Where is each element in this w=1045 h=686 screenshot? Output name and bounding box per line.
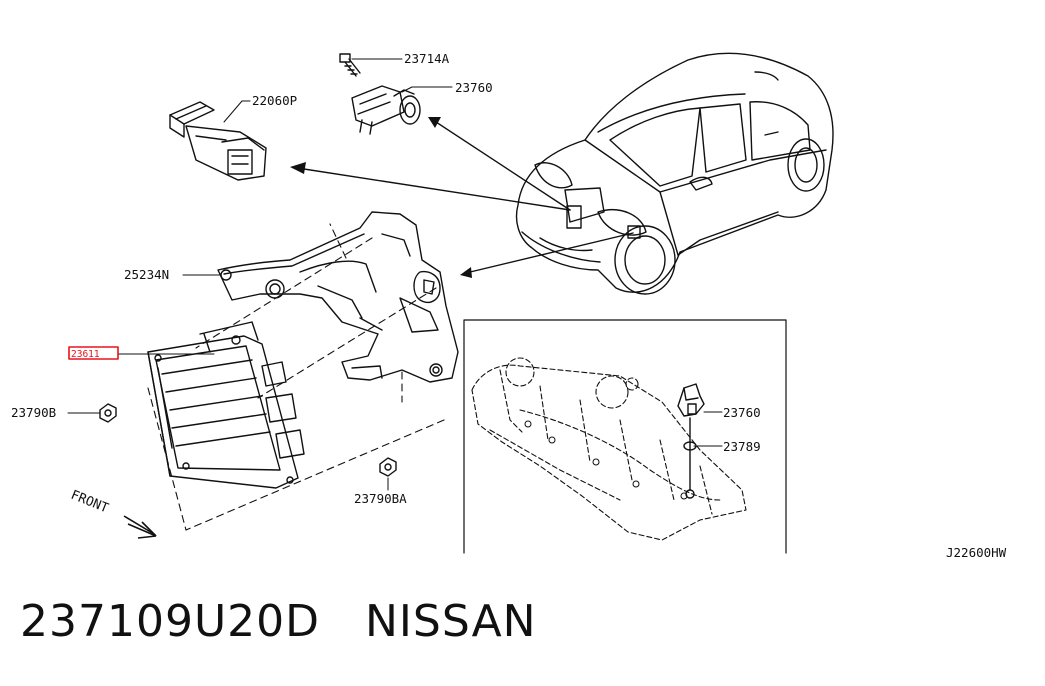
callout-bracket: 25234N [124, 267, 169, 282]
front-label: FRONT [69, 488, 111, 517]
arrowhead [428, 117, 441, 128]
car-illustration [515, 52, 834, 295]
knock-sensor [169, 101, 267, 181]
callout-bolt: 23714A [404, 51, 450, 66]
arrowhead [290, 162, 306, 174]
inset-frame [463, 319, 787, 554]
nut-part [99, 403, 117, 423]
ecm-unit [147, 321, 305, 489]
callout-knock-sensor: 22060P [252, 93, 297, 108]
front-indicator: FRONT [69, 488, 157, 539]
brand-name: NISSAN [365, 596, 537, 647]
assembly-guide-lines [147, 223, 445, 531]
part-caption: 237109U20D NISSAN [20, 596, 537, 647]
arrow-lines [303, 121, 634, 274]
engine-block-detail [524, 420, 688, 500]
highlight-box [68, 346, 119, 360]
nut-part [379, 457, 397, 477]
engine-block [471, 357, 747, 541]
part-number: 237109U20D [20, 596, 321, 647]
callout-nut-bottom: 23790BA [354, 491, 407, 506]
callout-nut-left: 23790B [11, 405, 56, 420]
camshaft-sensor-inset [677, 383, 705, 499]
callout-sensor-inset: 23760 [723, 405, 761, 420]
callout-sensor-top: 23760 [455, 80, 493, 95]
arrowhead [460, 267, 472, 278]
diagram-code: J22600HW [946, 545, 1007, 560]
callout-o-ring: 23789 [723, 439, 761, 454]
front-arrow-icon [127, 521, 157, 539]
bolt-part [339, 53, 361, 77]
camshaft-sensor-top [351, 85, 421, 135]
callout-ecm: 23611 [71, 349, 100, 360]
o-ring [683, 441, 697, 451]
leader-lines [67, 58, 723, 491]
